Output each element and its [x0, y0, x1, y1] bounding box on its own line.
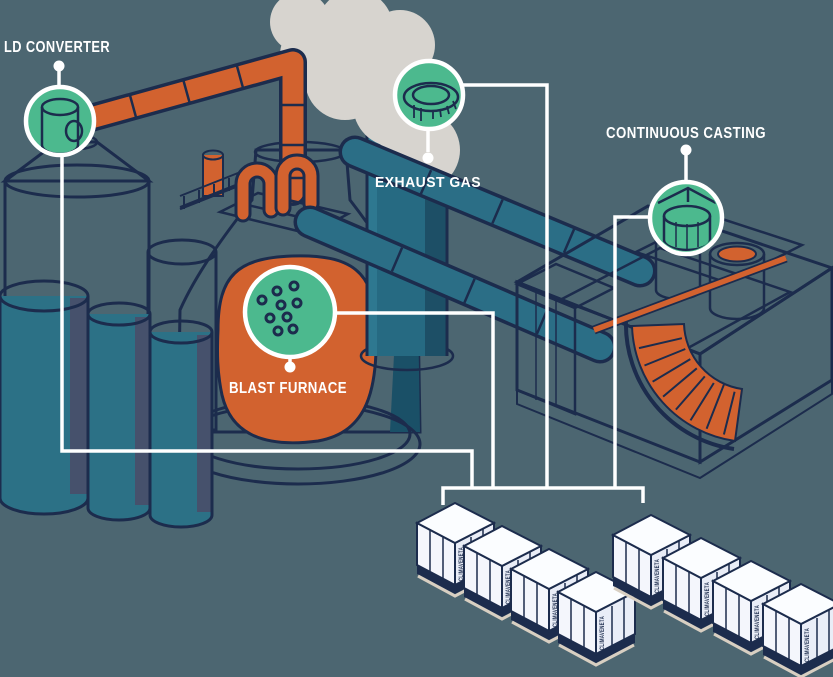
connector-ld-converter — [53, 60, 474, 488]
hot-stove — [179, 149, 244, 211]
chiller-units-group-2 — [611, 513, 833, 677]
ladle-cylinder — [708, 241, 766, 321]
chiller-units-group-1 — [415, 501, 637, 667]
connector-continuous-casting — [613, 144, 692, 488]
orange-pipe — [66, 48, 307, 206]
blast-furnace-marker-icon[interactable] — [242, 264, 338, 360]
caster-strand — [630, 322, 744, 443]
furnace-top-pipework — [216, 153, 352, 236]
connector-bracket — [441, 486, 645, 505]
continuous-casting-marker-icon[interactable] — [647, 179, 725, 257]
ld-converter-label: LD CONVERTER — [4, 39, 110, 56]
exhaust-gas-marker-icon[interactable] — [392, 58, 466, 132]
storage-silos — [0, 279, 214, 529]
gas-pipes — [293, 135, 657, 364]
exhaust-gas-label: EXHAUST GAS — [375, 174, 481, 191]
chiller-unit — [761, 582, 833, 677]
continuous-casting-label: CONTINUOUS CASTING — [606, 125, 766, 142]
continuous-caster — [513, 204, 833, 480]
connector-exhaust-gas — [422, 83, 549, 488]
ld-converter-marker-icon[interactable] — [23, 84, 97, 158]
blast-furnace-label: BLAST FURNACE — [229, 380, 347, 397]
connector-blast-furnace — [284, 311, 495, 488]
